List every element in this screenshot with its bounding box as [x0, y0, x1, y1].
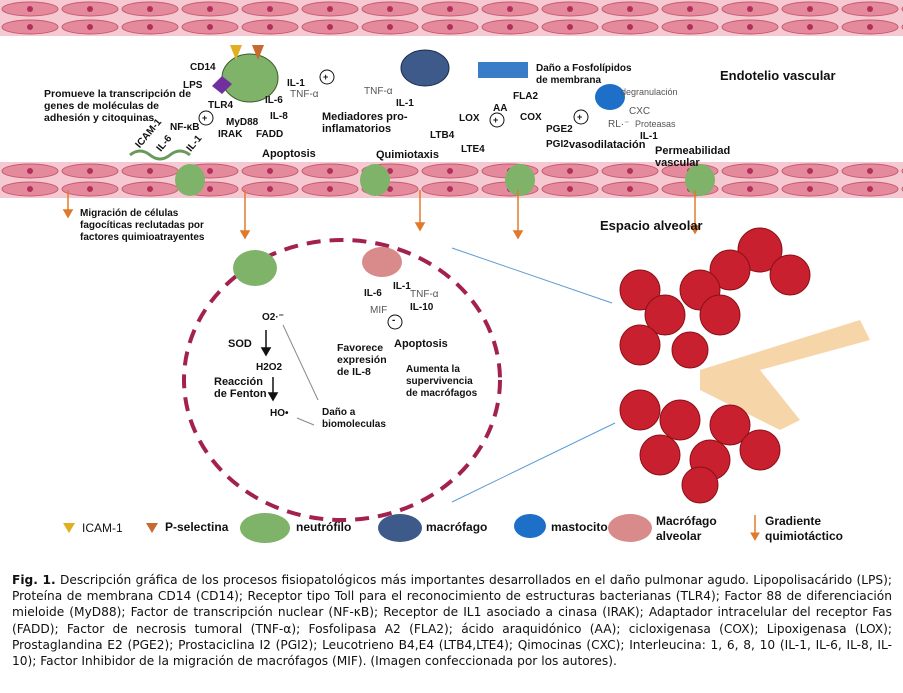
label-migracion: Migración de células fagocíticas recluta…: [80, 208, 205, 243]
legend-p-selectin: P-selectina: [165, 520, 229, 534]
label-il10: IL-10: [410, 302, 434, 313]
label-mif: MIF: [370, 305, 388, 316]
label-o2: O2·⁻: [262, 312, 284, 323]
label-il1-c: IL-1: [640, 131, 658, 142]
label-fla2: FLA2: [513, 91, 538, 102]
label-promueve: Promueve la transcripción de genes de mo…: [44, 88, 192, 124]
legend-mastocyte: mastocito: [551, 520, 608, 534]
label-lox: LOX: [459, 113, 480, 124]
label-aa: AA: [493, 103, 508, 114]
label-favorece: Favorece expresión de IL-8: [337, 342, 387, 378]
caption-label: Fig. 1.: [12, 573, 56, 587]
label-irak: IRAK: [218, 129, 243, 140]
lps-icon: [212, 76, 232, 94]
plus-icon: +: [577, 112, 583, 122]
legend-macrophage-icon: [378, 514, 422, 542]
label-tlr4: TLR4: [208, 100, 233, 111]
label-nfkb: NF-κB: [170, 122, 200, 133]
label-lte4: LTE4: [461, 144, 485, 155]
label-pge2: PGE2: [546, 124, 573, 135]
endothelium-bottom: [0, 162, 903, 198]
neutrophil-icon: [360, 164, 390, 196]
legend-neutrophil: neutrófilo: [296, 520, 352, 534]
label-dano-biomoleculas: Daño a biomoleculas: [322, 407, 386, 430]
label-sod: SOD: [228, 338, 252, 350]
neutrophil-icon: [175, 164, 205, 196]
label-h2o2: H2O2: [256, 362, 283, 373]
label-degranulacion: degranulación: [621, 87, 678, 97]
label-il6: IL-6: [364, 288, 382, 299]
label-il1: IL-1: [393, 281, 411, 292]
label-rl: RL·⁻: [608, 119, 630, 130]
legend-gradient: Gradiente quimiotáctico: [765, 514, 844, 543]
label-il1-a: IL-1: [287, 78, 305, 89]
label-dano-fosfolipidos: Daño a Fosfolípidos de membrana: [536, 63, 632, 86]
zoom-line: [451, 247, 613, 304]
label-mediadores: Mediadores pro-inflamatorios: [322, 111, 408, 135]
legend-alveolar-macrophage-icon: [608, 514, 652, 542]
icam1-icon: [230, 45, 242, 60]
legend-neutrophil-icon: [240, 513, 290, 543]
macrophage-icon: [400, 49, 450, 87]
erythrocytes: [619, 227, 811, 504]
label-ho: HO•: [270, 408, 289, 419]
plus-icon: +: [202, 113, 208, 123]
label-vasodilatacion: vasodilatación: [569, 139, 646, 151]
chemotactic-arrows: [62, 190, 701, 240]
label-cd14: CD14: [190, 62, 216, 73]
endothelium-top: [0, 0, 903, 36]
plus-icon: +: [323, 72, 329, 82]
label-il6-a: IL-6: [265, 95, 283, 106]
label-aumenta: Aumenta la supervivencia de macrófagos: [406, 364, 478, 399]
label-pgi2: PGI2: [546, 139, 569, 150]
label-cox: COX: [520, 112, 542, 123]
label-espacio-alveolar: Espacio alveolar: [600, 218, 703, 233]
legend-icam1-icon: [63, 523, 75, 533]
legend-macrophage: macrófago: [426, 520, 488, 534]
alveolar-macrophage-icon: [362, 247, 402, 277]
legend-mastocyte-icon: [514, 514, 546, 538]
p-selectin-icon: [252, 45, 264, 60]
zoom-line: [451, 422, 616, 503]
mastocyte-icon: [595, 84, 625, 110]
label-il8-a: IL-8: [270, 111, 288, 122]
legend-alveolar-macrophage: Macrófago alveolar: [656, 514, 717, 543]
label-ltb4: LTB4: [430, 130, 455, 141]
label-permeabilidad: Permeabilidad vascular: [655, 145, 731, 169]
label-il1-b: IL-1: [396, 98, 414, 109]
label-fenton: Reacción de Fenton: [214, 376, 267, 400]
label-myd88: MyD88: [226, 117, 259, 128]
label-lps: LPS: [183, 80, 203, 91]
figure-caption: Fig. 1. Descripción gráfica de los proce…: [12, 572, 892, 669]
label-apoptosis: Apoptosis: [262, 148, 316, 160]
label-quimiotaxis: Quimiotaxis: [376, 149, 439, 161]
legend-p-selectin-icon: [146, 523, 158, 533]
neutrophil-icon: [685, 164, 715, 196]
label-tnf: TNF-α: [410, 289, 439, 300]
vessel-icon: [700, 320, 870, 430]
label-endotelio-vascular: Endotelio vascular: [720, 68, 836, 83]
label-cxc: CXC: [629, 106, 651, 117]
dna-icon: [129, 149, 191, 161]
neutrophil-icon: [505, 164, 535, 196]
membrane-icon: [478, 62, 528, 78]
label-tnf-a: TNF-α: [290, 89, 319, 100]
label-proteasas: Proteasas: [635, 119, 676, 129]
plus-icon: +: [493, 115, 499, 125]
neutrophil-icon: [233, 250, 277, 286]
label-apoptosis-circle: Apoptosis: [394, 338, 448, 350]
caption-text: Descripción gráfica de los procesos fisi…: [12, 573, 892, 669]
minus-icon: -: [392, 315, 396, 326]
detail-circle: [182, 238, 502, 522]
diagram-graphics: [0, 0, 903, 543]
label-tnf-b: TNF-α: [364, 86, 393, 97]
legend-icam1: ICAM-1: [82, 521, 123, 535]
label-fadd: FADD: [256, 129, 284, 140]
